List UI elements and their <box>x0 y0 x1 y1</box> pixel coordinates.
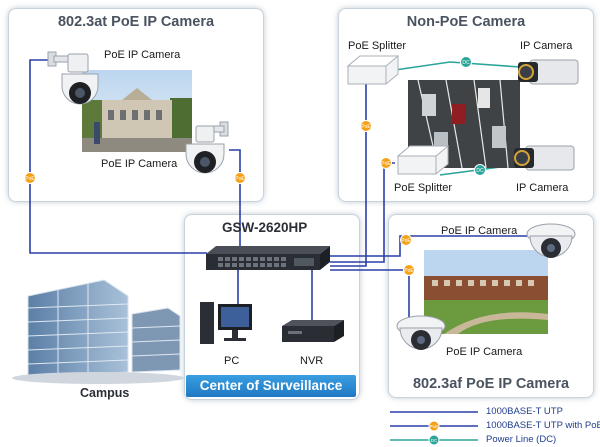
dome-camera-bottom <box>394 312 448 364</box>
ptz-camera-bottom <box>182 120 238 180</box>
dc-line-top <box>394 61 521 71</box>
ptz-camera-top <box>46 48 106 110</box>
poe-badge: PoE <box>234 172 246 184</box>
panel-title: Non-PoE Camera <box>406 14 526 30</box>
dome-camera-top <box>524 220 578 272</box>
camera-label-at-bottom: PoE IP Camera <box>101 158 178 170</box>
poe-badge-text: PoE <box>381 161 391 167</box>
panel-title: 802.3af PoE IP Camera <box>412 376 570 392</box>
poe-badge-text: PoE <box>404 268 414 274</box>
campus-label: Campus <box>80 386 130 400</box>
splitter-label-top: PoE Splitter <box>348 40 407 52</box>
poe-splitter-bottom <box>396 142 452 178</box>
pc-label: PC <box>224 355 240 367</box>
nvr-device <box>280 318 346 346</box>
utp-line-at-top <box>29 59 207 254</box>
dc-badge-text: DC <box>462 60 470 66</box>
campus-photo-top <box>82 70 192 152</box>
poe-badge: PoE <box>360 120 372 132</box>
poe-badge-text: PoE <box>401 238 411 244</box>
poe-badge-text: PoE <box>235 176 245 182</box>
camera-label-at-top: PoE IP Camera <box>104 49 181 61</box>
nvr-label: NVR <box>300 355 324 367</box>
switch-label: GSW-2620HP <box>222 220 308 235</box>
box-camera-bottom <box>512 142 576 176</box>
poe-badge: PoE <box>24 172 36 184</box>
poe-badge: PoE <box>403 264 415 276</box>
poe-badge-text: PoE <box>25 176 35 182</box>
camera-label-af-bottom: PoE IP Camera <box>446 346 523 358</box>
switch-device <box>204 244 332 274</box>
splitter-label-bottom: PoE Splitter <box>394 182 453 194</box>
poe-badge: PoE <box>380 157 392 169</box>
dc-badge: DC <box>474 164 486 176</box>
camera-label-af-top: PoE IP Camera <box>441 225 518 237</box>
pc-device <box>198 298 256 352</box>
box-camera-top <box>516 56 580 90</box>
panel-title: 802.3at PoE IP Camera <box>57 14 215 30</box>
campus-building-image <box>8 278 184 384</box>
camera-label-nonpoe-top: IP Camera <box>520 40 573 52</box>
camera-label-nonpoe-bottom: IP Camera <box>516 182 569 194</box>
poe-splitter-top <box>346 52 402 88</box>
dc-badge-text: DC <box>476 168 484 174</box>
utp-line-af-top <box>330 235 528 257</box>
center-of-surveillance-banner: Center of Surveillance <box>186 375 356 397</box>
poe-badge-text: PoE <box>361 124 371 130</box>
dc-badge: DC <box>460 56 472 68</box>
poe-badge: PoE <box>400 234 412 246</box>
